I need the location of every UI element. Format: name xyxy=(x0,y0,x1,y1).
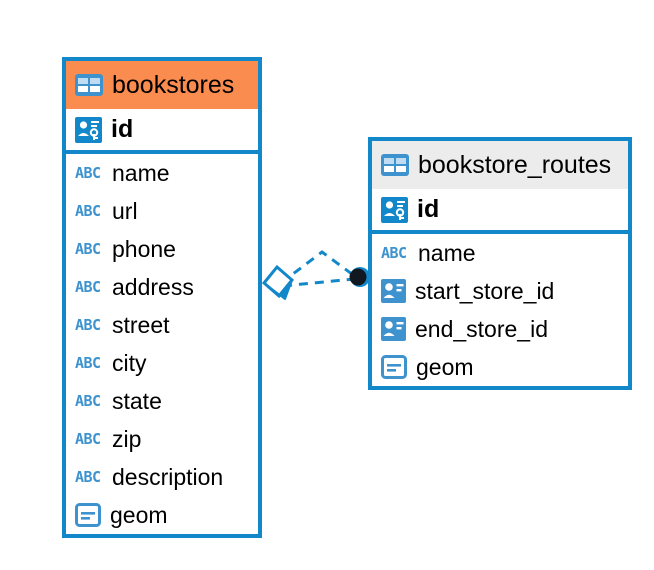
entity-header-bookstores[interactable]: bookstores xyxy=(66,61,258,109)
abc-icon: ABC xyxy=(75,164,103,182)
field-row-phone[interactable]: ABC phone xyxy=(66,230,258,268)
filled-circle-marker xyxy=(349,267,370,287)
abc-icon-text: ABC xyxy=(75,278,101,296)
field-label: url xyxy=(112,197,138,224)
primary-key-row[interactable]: id xyxy=(372,189,628,234)
abc-icon-text: ABC xyxy=(381,244,407,262)
primary-key-label: id xyxy=(417,195,440,223)
field-row-city[interactable]: ABC city xyxy=(66,344,258,382)
field-label: name xyxy=(112,159,170,186)
field-label: end_store_id xyxy=(415,315,548,342)
abc-icon: ABC xyxy=(75,430,103,448)
abc-icon: ABC xyxy=(75,240,103,258)
field-row-street[interactable]: ABC street xyxy=(66,306,258,344)
field-label: name xyxy=(418,239,476,266)
geometry-icon xyxy=(381,355,407,379)
relationship-line-lower xyxy=(282,277,355,288)
entity-title: bookstore_routes xyxy=(418,150,612,179)
abc-icon-text: ABC xyxy=(75,392,101,410)
table-icon xyxy=(75,74,103,96)
field-label: zip xyxy=(112,425,142,452)
foreign-key-icon xyxy=(381,279,406,303)
abc-icon: ABC xyxy=(75,354,103,372)
field-row-url[interactable]: ABC url xyxy=(66,192,258,230)
abc-icon: ABC xyxy=(381,244,409,262)
field-label: address xyxy=(112,273,194,300)
primary-key-icon xyxy=(75,116,102,143)
field-label: city xyxy=(112,349,147,376)
field-label: geom xyxy=(110,501,168,528)
diamond-marker xyxy=(261,264,295,300)
abc-icon-text: ABC xyxy=(75,468,101,486)
field-label: street xyxy=(112,311,170,338)
abc-icon-text: ABC xyxy=(75,240,101,258)
abc-icon: ABC xyxy=(75,278,103,296)
field-row-name[interactable]: ABC name xyxy=(372,234,628,272)
abc-icon-text: ABC xyxy=(75,164,101,182)
field-label: geom xyxy=(416,353,474,380)
abc-icon: ABC xyxy=(75,316,103,334)
relationship-line-upper xyxy=(280,250,357,285)
foreign-key-icon xyxy=(381,317,406,341)
primary-key-label: id xyxy=(111,115,134,143)
entity-title: bookstores xyxy=(112,70,235,99)
field-row-end-store-id[interactable]: end_store_id xyxy=(372,310,628,348)
entity-bookstore-routes[interactable]: bookstore_routes id ABC xyxy=(368,137,632,390)
field-label: description xyxy=(112,463,224,490)
abc-icon: ABC xyxy=(75,202,103,220)
abc-icon-text: ABC xyxy=(75,202,101,220)
field-row-address[interactable]: ABC address xyxy=(66,268,258,306)
field-label: phone xyxy=(112,235,176,262)
field-label: start_store_id xyxy=(415,277,555,304)
field-row-state[interactable]: ABC state xyxy=(66,382,258,420)
field-row-geom[interactable]: geom xyxy=(66,496,258,534)
geometry-icon xyxy=(75,503,101,527)
abc-icon-text: ABC xyxy=(75,316,101,334)
primary-key-icon xyxy=(381,196,408,223)
entity-bookstores[interactable]: bookstores id ABC name xyxy=(62,57,262,538)
field-row-zip[interactable]: ABC zip xyxy=(66,420,258,458)
entity-header-bookstore-routes[interactable]: bookstore_routes xyxy=(372,141,628,189)
abc-icon: ABC xyxy=(75,392,103,410)
field-label: state xyxy=(112,387,162,414)
abc-icon: ABC xyxy=(75,468,103,486)
table-icon xyxy=(381,154,409,176)
field-row-start-store-id[interactable]: start_store_id xyxy=(372,272,628,310)
abc-icon-text: ABC xyxy=(75,430,101,448)
abc-icon-text: ABC xyxy=(75,354,101,372)
field-row-geom[interactable]: geom xyxy=(372,348,628,386)
field-row-description[interactable]: ABC description xyxy=(66,458,258,496)
field-row-name[interactable]: ABC name xyxy=(66,154,258,192)
primary-key-row[interactable]: id xyxy=(66,109,258,154)
